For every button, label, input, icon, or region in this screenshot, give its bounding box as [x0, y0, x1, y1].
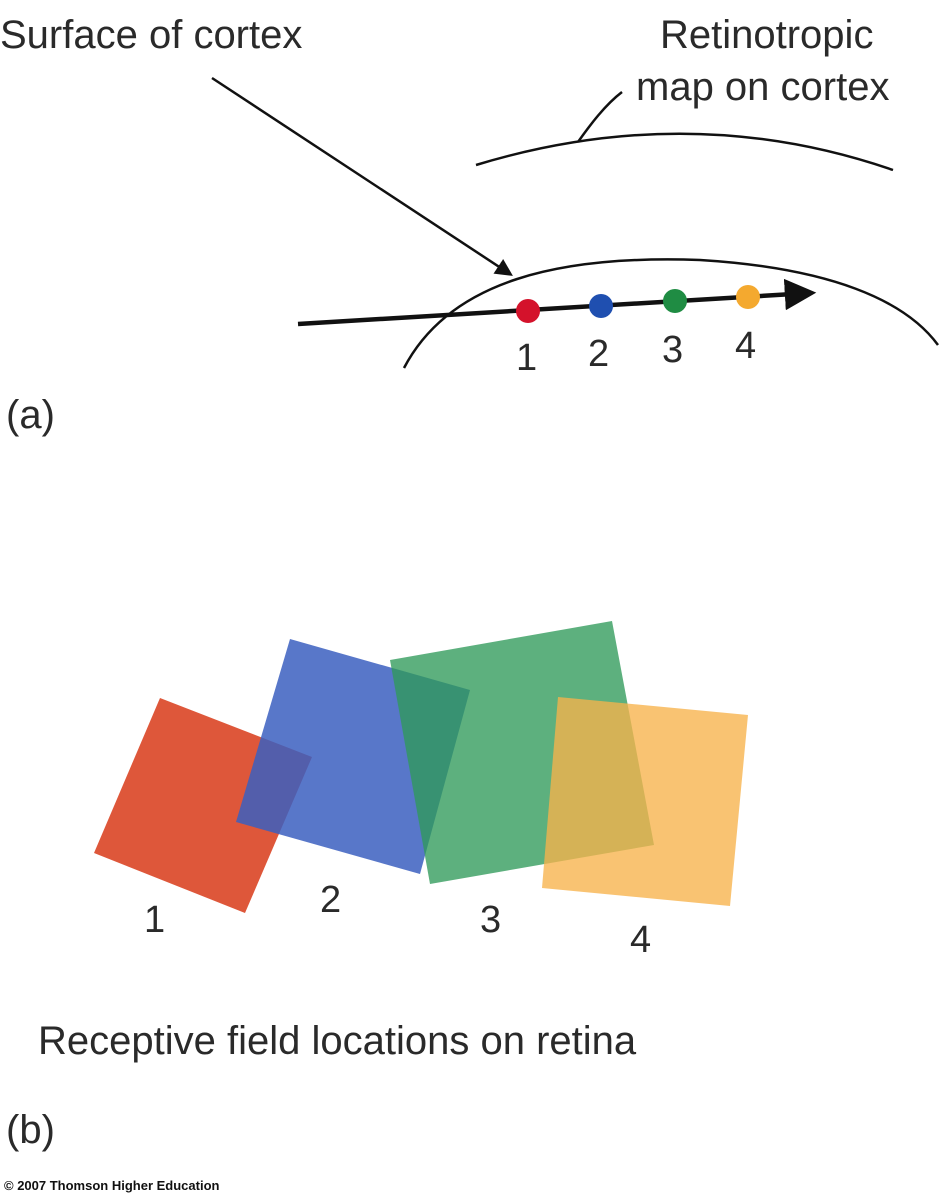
receptive-field-4	[542, 697, 748, 906]
panel-b-label: (b)	[6, 1108, 55, 1152]
copyright-notice: © 2007 Thomson Higher Education	[4, 1178, 220, 1193]
retinotropic-map-label-line2: map on cortex	[636, 65, 889, 109]
receptive-field-label-2: 2	[320, 879, 341, 921]
panel-b: 1 2 3 4 Receptive field locations on ret…	[6, 621, 748, 1152]
receptive-field-label-4: 4	[630, 919, 651, 961]
map-label-leader-line	[576, 91, 623, 143]
surface-pointer-arrow	[211, 76, 513, 276]
cortex-surface-curve	[402, 258, 940, 369]
retinotropic-map-label-line1: Retinotropic	[660, 13, 873, 57]
recording-point-label-4: 4	[735, 325, 756, 367]
panel-a-label: (a)	[6, 393, 55, 437]
recording-point-label-2: 2	[588, 333, 609, 375]
recording-point-3	[663, 289, 687, 313]
recording-point-label-3: 3	[662, 329, 683, 371]
receptive-field-caption: Receptive field locations on retina	[38, 1019, 637, 1063]
recording-point-label-1: 1	[516, 337, 537, 379]
receptive-field-label-1: 1	[144, 899, 165, 941]
recording-point-1	[516, 299, 540, 323]
electrode-track-arrow	[297, 278, 817, 327]
panel-a: Surface of cortex Retinotropic map on co…	[0, 13, 940, 437]
recording-point-2	[589, 294, 613, 318]
surface-of-cortex-label: Surface of cortex	[0, 13, 302, 57]
recording-point-4	[736, 285, 760, 309]
receptive-field-label-3: 3	[480, 899, 501, 941]
retinotopic-map-curve	[475, 132, 894, 172]
